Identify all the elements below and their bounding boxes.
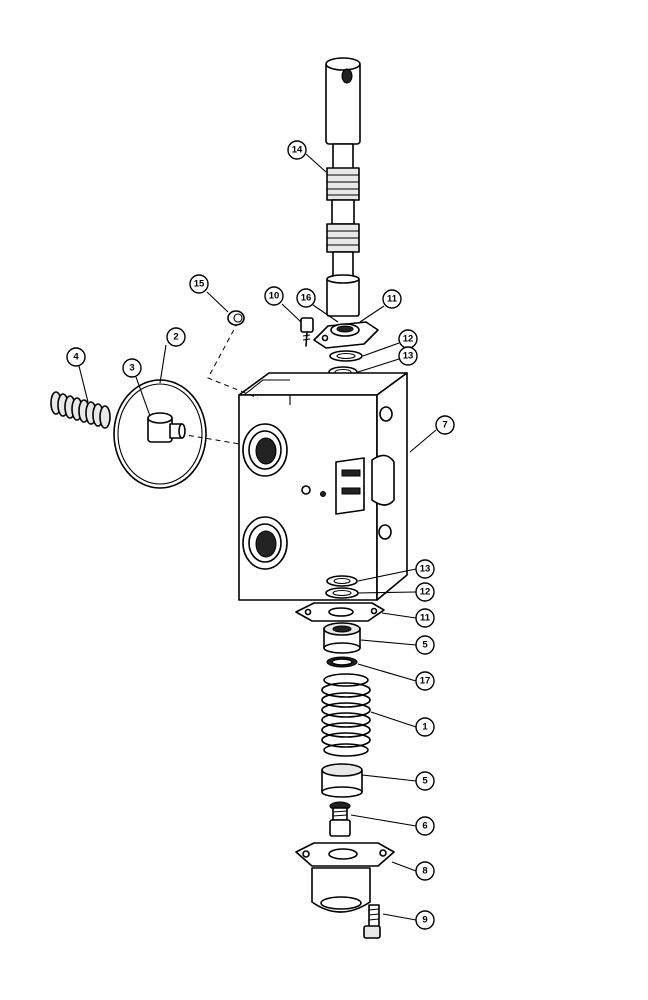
callout-14-label: 14 — [292, 145, 303, 156]
seal-plate-part-11-lower — [295, 602, 385, 622]
end-cap-part-8 — [295, 842, 395, 913]
callout-5-upper-label: 5 — [422, 640, 428, 651]
callout-4: 4 — [66, 347, 86, 367]
callout-10-label: 10 — [269, 291, 280, 302]
callout-6-label: 6 — [422, 821, 427, 832]
callout-12-lower-label: 12 — [420, 587, 431, 598]
screw-part-9 — [363, 904, 381, 939]
spring-seat-part-5-lower — [321, 763, 363, 798]
callout-17-label: 17 — [420, 676, 431, 687]
spool-part-14 — [325, 57, 361, 317]
callout-17: 17 — [415, 671, 435, 691]
callout-10: 10 — [264, 286, 284, 306]
callout-8-label: 8 — [422, 866, 427, 877]
callout-16-label: 16 — [301, 293, 312, 304]
callout-13-upper: 13 — [398, 346, 418, 366]
screw-part-10 — [300, 317, 314, 347]
callout-14: 14 — [287, 140, 307, 160]
callout-8: 8 — [415, 861, 435, 881]
callout-9-label: 9 — [422, 915, 427, 926]
callout-9: 9 — [415, 910, 435, 930]
callout-5-lower-label: 5 — [422, 776, 428, 787]
callout-2: 2 — [166, 327, 186, 347]
callout-16: 16 — [296, 288, 316, 308]
callout-7-label: 7 — [442, 420, 447, 431]
callout-15-label: 15 — [194, 279, 205, 290]
spring-part-1 — [321, 673, 371, 757]
callout-15: 15 — [189, 274, 209, 294]
poppet-part-3 — [147, 412, 186, 443]
callout-7: 7 — [435, 415, 455, 435]
seal-part-13-lower — [326, 575, 358, 587]
callout-3: 3 — [122, 358, 142, 378]
callout-5-upper: 5 — [415, 635, 435, 655]
callout-5-lower: 5 — [415, 771, 435, 791]
bolt-part-6 — [329, 801, 351, 837]
spring-seat-part-5-upper — [323, 622, 361, 654]
callout-12-lower: 12 — [415, 582, 435, 602]
spring-part-4 — [50, 391, 111, 429]
ring-part-17 — [326, 656, 358, 668]
callout-1-label: 1 — [422, 722, 428, 733]
callout-11-lower: 11 — [415, 608, 435, 628]
callout-11-upper-label: 11 — [387, 294, 398, 305]
callout-6: 6 — [415, 816, 435, 836]
callout-13-upper-label: 13 — [403, 351, 414, 362]
valve-body-part-7 — [238, 372, 408, 601]
callout-4-label: 4 — [73, 352, 79, 363]
washer-part-12-upper — [329, 350, 363, 362]
callout-13-lower: 13 — [415, 559, 435, 579]
washer-part-12-lower — [325, 587, 359, 599]
callout-3-label: 3 — [129, 363, 134, 374]
upper-seal-plate-part-11 — [313, 321, 379, 349]
callout-13-lower-label: 13 — [420, 564, 431, 575]
callout-12-upper: 12 — [398, 329, 418, 349]
callout-2-label: 2 — [173, 332, 178, 343]
callout-12-upper-label: 12 — [403, 334, 414, 345]
alignment-line-15 — [207, 321, 259, 399]
callout-11-upper: 11 — [382, 289, 402, 309]
plug-part-15 — [227, 310, 245, 326]
leader-lines — [78, 153, 437, 921]
callout-11-lower-label: 11 — [420, 613, 431, 624]
callout-1: 1 — [415, 717, 435, 737]
alignment-line-3 — [179, 433, 241, 445]
